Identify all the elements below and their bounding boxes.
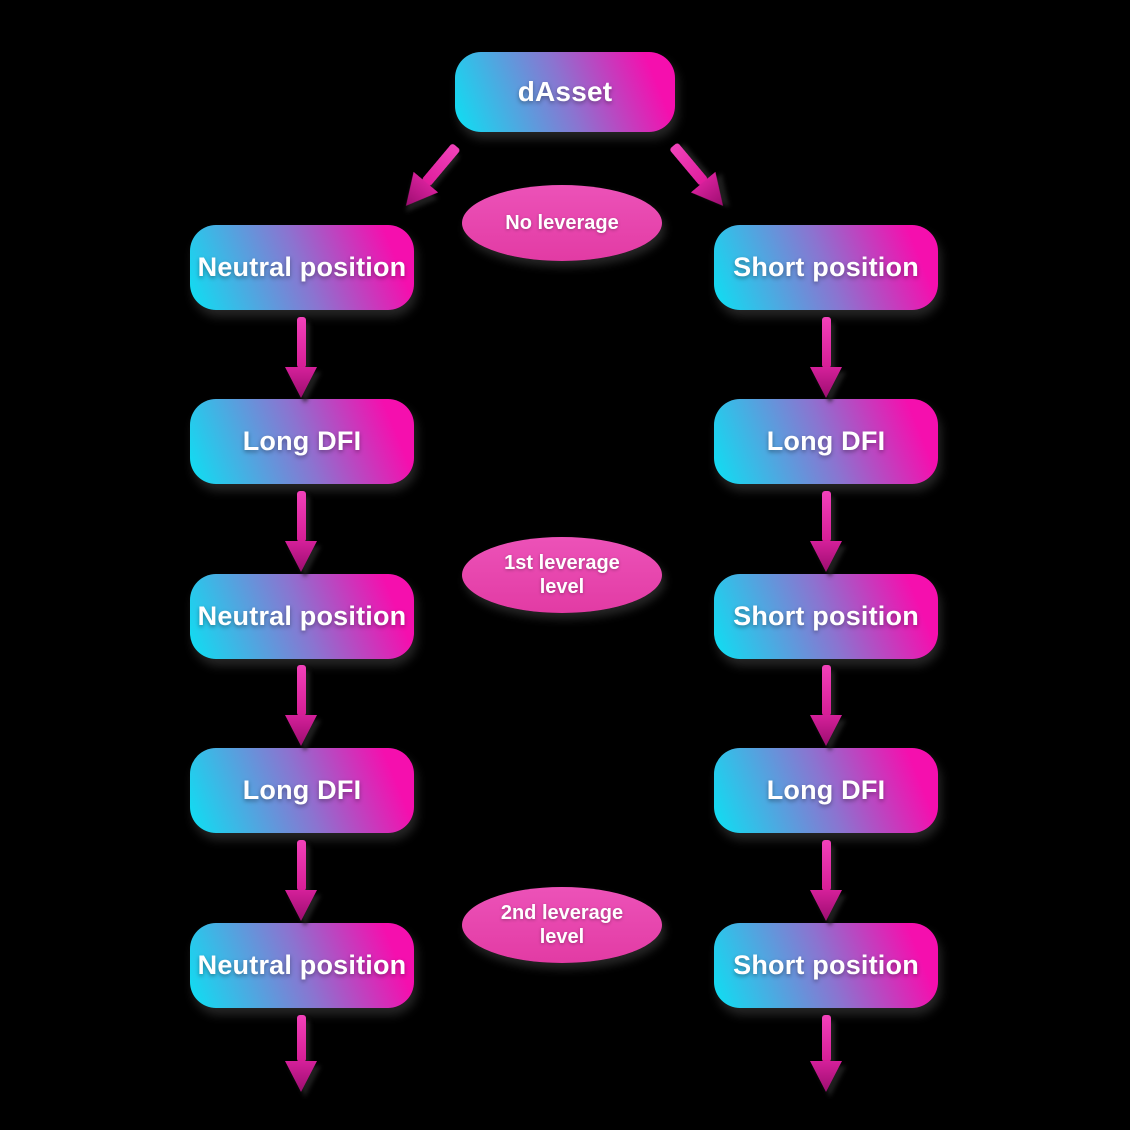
arrow-down-icon [809,840,843,921]
level-ellipse-1st-leverage: 1st leverage level [462,537,662,613]
node-long-dfi-right-1: Long DFI [714,399,938,484]
level-label: 1st leverage level [504,552,620,598]
arrow-head [810,541,842,572]
arrow-head [810,715,842,746]
node-label: Long DFI [766,426,886,456]
level-label: 2nd leverage level [500,902,624,948]
arrow-shaft [296,840,306,891]
node-short-position-3: Short position [714,923,938,1008]
arrow-shaft [821,1015,831,1062]
node-dasset: dAsset [455,52,675,132]
arrow-root-to-right-icon [660,135,736,217]
arrow-shaft [296,665,306,716]
arrow-shaft [296,491,306,542]
arrow-head [285,367,317,398]
node-short-position-2: Short position [714,574,938,659]
node-label: Short position [733,601,919,631]
arrow-shaft [821,840,831,891]
arrow-down-icon [809,665,843,746]
node-dasset-label: dAsset [517,76,613,107]
node-label: Neutral position [197,252,407,282]
level-ellipse-no-leverage: No leverage [462,185,662,261]
arrow-down-icon [284,840,318,921]
node-label: Neutral position [197,601,407,631]
node-label: Short position [733,252,919,282]
arrow-down-icon [284,491,318,572]
arrow-down-icon [284,317,318,398]
node-short-position-1: Short position [714,225,938,310]
node-neutral-position-2: Neutral position [190,574,414,659]
arrow-down-icon [284,665,318,746]
arrow-shaft [296,317,306,368]
arrow-shaft [821,317,831,368]
node-neutral-position-1: Neutral position [190,225,414,310]
node-long-dfi-left-1: Long DFI [190,399,414,484]
arrow-head [810,1061,842,1092]
node-label: Neutral position [197,950,407,980]
arrow-shaft [821,665,831,716]
arrow-shaft [668,142,708,187]
node-label: Long DFI [242,775,362,805]
arrow-shaft [421,142,461,187]
node-label: Long DFI [242,426,362,456]
level-label: No leverage [505,212,619,234]
arrow-head [285,890,317,921]
arrow-shaft [296,1015,306,1062]
arrow-down-icon [809,491,843,572]
arrow-down-exit-icon [284,1015,318,1092]
arrow-head [285,715,317,746]
node-label: Short position [733,950,919,980]
node-long-dfi-left-2: Long DFI [190,748,414,833]
arrow-head [285,541,317,572]
node-label: Long DFI [766,775,886,805]
arrow-head [285,1061,317,1092]
arrow-head [810,367,842,398]
arrow-root-to-left-icon [393,135,469,217]
level-ellipse-2nd-leverage: 2nd leverage level [462,887,662,963]
node-long-dfi-right-2: Long DFI [714,748,938,833]
arrow-head [810,890,842,921]
node-neutral-position-3: Neutral position [190,923,414,1008]
arrow-down-exit-icon [809,1015,843,1092]
arrow-shaft [821,491,831,542]
arrow-down-icon [809,317,843,398]
